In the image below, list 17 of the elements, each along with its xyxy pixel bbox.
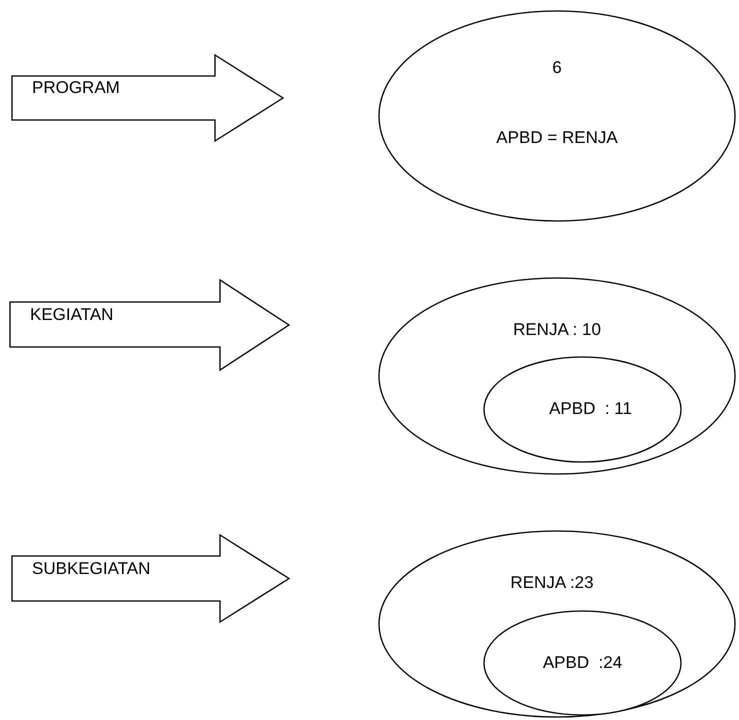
node-label: APBD = RENJA: [495, 128, 619, 148]
block-arrow: [12, 535, 289, 622]
ellipse: [483, 356, 682, 463]
node-label: KEGIATAN: [30, 305, 114, 325]
node-label: APBD :24: [542, 653, 624, 673]
block-arrow: [12, 55, 283, 141]
block-arrow: [10, 280, 289, 370]
node-label: SUBKEGIATAN: [32, 559, 150, 579]
node-label: RENJA :23: [509, 573, 595, 593]
ellipse: [378, 277, 736, 475]
ellipse: [483, 610, 682, 716]
node-label: 6: [551, 58, 563, 78]
node-label: RENJA : 10: [512, 320, 602, 340]
ellipse: [378, 10, 736, 222]
ellipse: [378, 530, 736, 718]
node-label: APBD : 11: [548, 399, 633, 419]
node-label: PROGRAM: [32, 78, 120, 98]
